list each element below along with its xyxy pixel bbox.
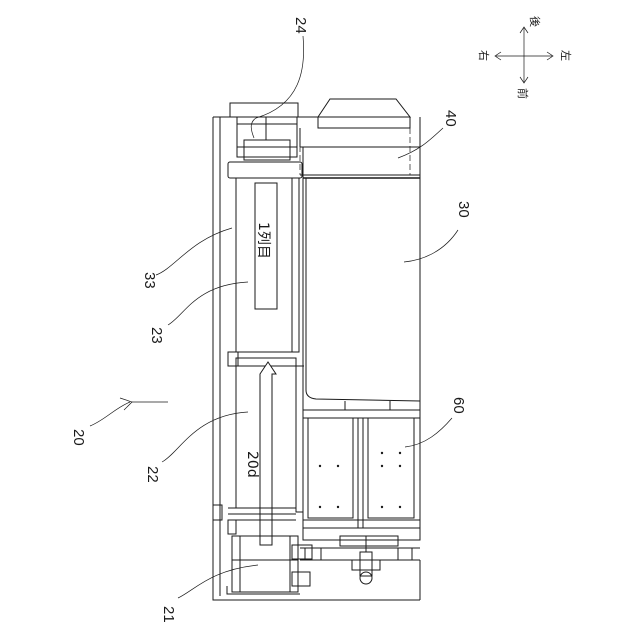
direction-right: 右 xyxy=(477,50,491,61)
bottom-mechanism xyxy=(300,528,420,600)
arrow-label-text: 20d xyxy=(244,451,260,478)
label-30: 30 xyxy=(455,201,472,218)
label-24: 24 xyxy=(292,17,309,34)
rivet-dots xyxy=(319,452,401,508)
top-mechanism xyxy=(230,99,420,160)
label-40: 40 xyxy=(442,110,459,127)
direction-front: 前 xyxy=(516,88,530,99)
leader-33 xyxy=(156,228,232,275)
leader-20 xyxy=(90,402,130,426)
unit-23: 1列目 xyxy=(228,162,302,366)
label-23: 23 xyxy=(148,327,165,344)
direction-indicator: 後 右 左 前 xyxy=(477,16,572,99)
label-21: 21 xyxy=(160,606,177,623)
label-33: 33 xyxy=(141,272,158,289)
unit-60 xyxy=(303,418,420,528)
transport-arrow-icon xyxy=(260,362,276,545)
unit-30 xyxy=(300,147,420,418)
leader-24 xyxy=(251,36,303,138)
label-60: 60 xyxy=(450,397,467,414)
direction-back: 後 xyxy=(528,16,542,27)
leader-22 xyxy=(162,412,248,462)
leader-21 xyxy=(178,565,258,598)
leader-30 xyxy=(404,230,458,262)
label-20: 20 xyxy=(70,429,87,446)
unit-22: 20d xyxy=(228,358,304,545)
row-label-text: 1列目 xyxy=(255,222,271,259)
label-22: 22 xyxy=(144,466,161,483)
leader-60 xyxy=(405,418,452,447)
direction-left: 左 xyxy=(559,50,572,61)
